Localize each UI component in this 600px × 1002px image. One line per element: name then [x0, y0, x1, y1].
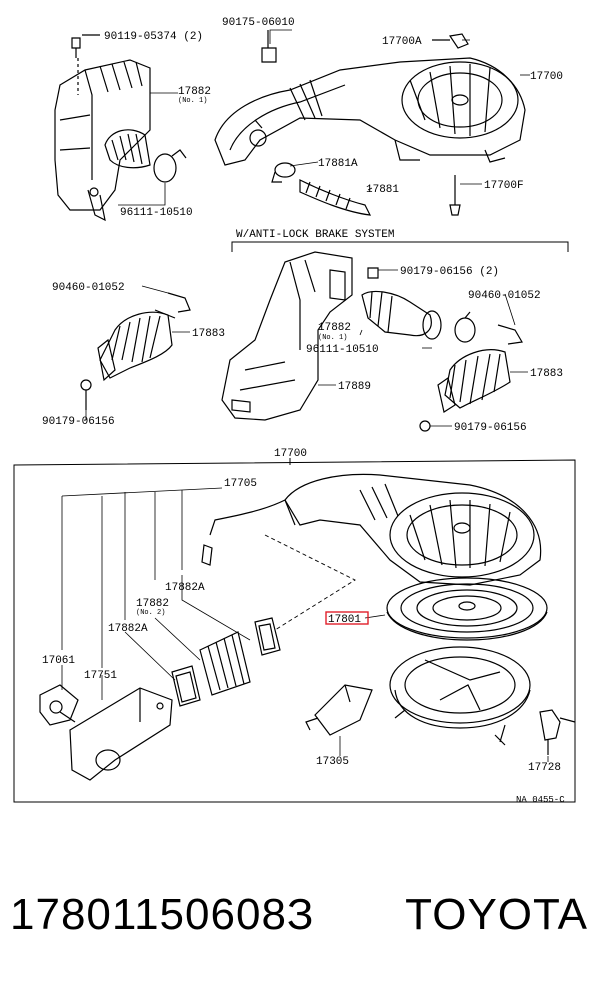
sensor-17305 [305, 684, 373, 736]
resonator-17882-top [54, 59, 151, 211]
label-90119: 90119-05374 (2) [104, 31, 203, 43]
label-17882-mid: 17882 [318, 322, 351, 334]
label-90179-right: 90179-06156 [454, 422, 527, 434]
nut-90179-mid [367, 267, 379, 279]
resonator-17889 [221, 251, 353, 421]
nut-90179-left [80, 379, 92, 410]
label-17705: 17705 [224, 478, 257, 490]
hose-17881 [299, 179, 372, 216]
air-cleaner-case-lower [389, 646, 531, 746]
clip-17700a [432, 33, 469, 49]
bracket-under-resonator [87, 187, 106, 222]
gasket-17882a-upper [254, 617, 281, 656]
gasket-17882a-lower [171, 665, 201, 707]
section-bracket [231, 241, 569, 252]
bolt-17700f [449, 175, 461, 216]
clamp-17881a [271, 162, 296, 183]
label-90460-left: 90460-01052 [52, 282, 125, 294]
label-17700-box: 17700 [274, 448, 307, 460]
section-title: W/ANTI-LOCK BRAKE SYSTEM [236, 229, 394, 241]
label-17728: 17728 [528, 762, 561, 774]
valve-17061 [39, 684, 79, 726]
bottom-caption: 17801150608З TOYOTA [0, 890, 600, 970]
label-17881: 17881 [366, 184, 399, 196]
label-17700f: 17700F [484, 180, 524, 192]
label-17700a: 17700A [382, 36, 422, 48]
label-17751: 17751 [84, 670, 117, 682]
parts-diagram: 90119-05374 (2) 90175-06010 17700A 17882… [13, 17, 576, 805]
valve-17728 [539, 709, 576, 755]
label-17061: 17061 [42, 655, 75, 667]
figure-code: NA 0455-C [516, 795, 565, 805]
brand-name: TOYOTA [405, 890, 588, 939]
label-17889: 17889 [338, 381, 371, 393]
label-90179-mid: 90179-06156 (2) [400, 266, 499, 278]
clip-90175 [261, 30, 277, 63]
label-17305: 17305 [316, 756, 349, 768]
intake-17751 [69, 687, 173, 781]
label-17882-lower: 17882 [136, 598, 169, 610]
part-number: 17801150608З [10, 890, 315, 939]
hose-clamp-top-left [104, 129, 187, 183]
leaders-17705 [61, 487, 251, 700]
leaders-top [118, 29, 530, 206]
label-17882-mid-sub: (No. 1) [318, 334, 347, 342]
label-17882-top: 17882 [178, 86, 211, 98]
label-17882a-lower: 17882A [108, 623, 148, 635]
dashed-connector [264, 534, 356, 631]
assembly-box [13, 458, 576, 803]
label-17881a: 17881A [318, 158, 358, 170]
hose-clamp-mid [361, 290, 476, 343]
label-17700-top: 17700 [530, 71, 563, 83]
nut-90179-right [419, 420, 431, 432]
label-90460-right: 90460-01052 [468, 290, 541, 302]
hose-17883-left [97, 292, 191, 382]
air-cleaner-17700-top [214, 57, 526, 166]
hose-17882-no2 [199, 631, 251, 696]
label-17883-right: 17883 [530, 368, 563, 380]
filter-element-17801 [386, 577, 548, 641]
label-90179-left: 90179-06156 [42, 416, 115, 428]
label-17882-top-sub: (No. 1) [178, 97, 207, 105]
air-cleaner-cover-box [201, 473, 542, 586]
label-17883-left: 17883 [192, 328, 225, 340]
hose-17883-right [437, 324, 523, 413]
label-96111-mid: 96111-10510 [306, 344, 379, 356]
label-17801: 17801 [328, 614, 361, 626]
label-17882-lower-sub: (No. 2) [136, 609, 165, 617]
bolt-90119 [71, 34, 100, 95]
label-96111-top: 96111-10510 [120, 207, 193, 219]
label-90175: 90175-06010 [222, 17, 295, 29]
highlight-17801 [325, 611, 369, 625]
label-17882a-upper: 17882A [165, 582, 205, 594]
leaders-mid [85, 269, 528, 427]
